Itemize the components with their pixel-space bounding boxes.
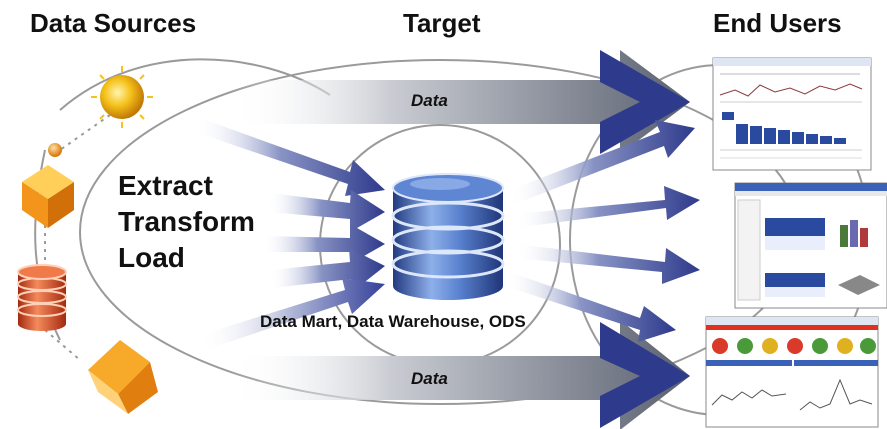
outbound-arrows	[505, 120, 700, 342]
top-data-flow-arrow	[230, 50, 690, 154]
source-connectors	[44, 114, 111, 361]
etl-inbound-arrows	[195, 118, 385, 350]
target-description-label: Data Mart, Data Warehouse, ODS	[260, 312, 526, 331]
report-screenshot-thumbnail	[712, 57, 872, 171]
ball-source-icon	[48, 143, 62, 157]
bottom-data-flow-arrow	[230, 320, 690, 429]
dashboard-screenshot-thumbnail	[705, 316, 879, 428]
folder-source-icon	[88, 340, 158, 414]
load-label: Load	[118, 242, 185, 273]
red-database-source-icon	[17, 264, 67, 331]
gauge-row	[712, 338, 876, 354]
bottom-data-flow-label: Data	[411, 369, 448, 388]
etl-label: Extract Transform Load	[118, 168, 255, 276]
transform-label: Transform	[118, 206, 255, 237]
sun-source-icon	[91, 66, 153, 128]
cube-source-icon	[22, 165, 74, 228]
extract-label: Extract	[118, 170, 213, 201]
data-sources-heading: Data Sources	[30, 8, 197, 38]
data-warehouse-database-icon	[391, 173, 505, 300]
application-screenshot-thumbnail	[734, 182, 887, 309]
end-users-heading: End Users	[713, 8, 842, 38]
top-data-flow-label: Data	[411, 91, 448, 110]
target-heading: Target	[403, 8, 481, 38]
